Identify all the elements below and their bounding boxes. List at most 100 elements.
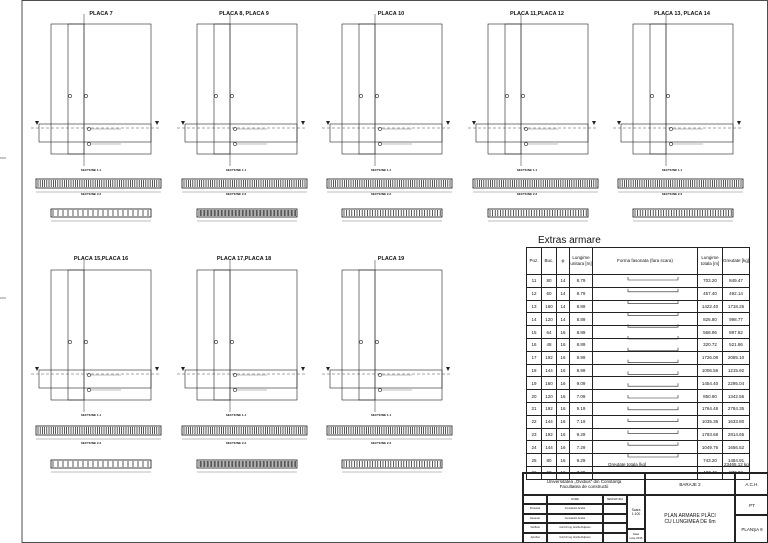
section-label: SECTIUNE 1-1 (225, 413, 247, 417)
section-2-2-slab (341, 208, 443, 218)
rebar-position: 13 (526, 299, 542, 314)
plate-title-11-12: PLACA 11,PLACA 12 (510, 11, 564, 17)
rebar-diameter: 14 (556, 299, 570, 314)
rebar-diameter: 16 (556, 337, 570, 352)
bent-shape-sketch (592, 414, 698, 429)
header-weight: Greutate [kg] (722, 247, 750, 275)
scale-value: 1:100 (631, 512, 641, 516)
rebar-diameter: 14 (556, 274, 570, 288)
date-label: Data (633, 532, 639, 536)
section-arrow (472, 121, 476, 125)
rebar-count: 192 (541, 427, 557, 442)
bent-shape-sketch (592, 274, 698, 288)
section-label: SECTIUNE 2-2 (370, 441, 392, 445)
section-label: SECTIUNE 2-2 (80, 192, 102, 196)
rebar-callout (230, 94, 234, 98)
rebar-weight: 897.82 (722, 325, 750, 339)
plate-outline (341, 269, 443, 401)
rebar-callout (650, 94, 654, 98)
rebar-count: 160 (541, 376, 557, 391)
section-2-2-rebars (198, 461, 296, 467)
total-length: 1726.08 (697, 350, 723, 365)
role-approved: Aprobat (523, 532, 547, 543)
section-label: SECTIUNE 2-2 (225, 192, 247, 196)
rebar-diameter: 14 (556, 312, 570, 327)
section-1-1-slab (181, 178, 308, 189)
total-length: 826.80 (697, 312, 723, 327)
rebar-position: 12 (526, 286, 542, 301)
plate-title-8-9: PLACA 8, PLACA 9 (219, 11, 269, 17)
section-1-1-slab (181, 425, 308, 436)
rebar-callout (233, 373, 237, 377)
header-poz: Poz. (526, 247, 542, 275)
section-label: SECTIUNE 2-2 (80, 441, 102, 445)
rebar-callout (375, 94, 379, 98)
rebar-callout (378, 142, 382, 146)
rebar-position: 19 (526, 376, 542, 391)
section-1-1-rebars (183, 180, 306, 187)
total-length: 1764.48 (697, 401, 723, 416)
horizontal-rebar-zone (38, 123, 152, 143)
rebar-callout (68, 340, 72, 344)
rebar-callout (87, 142, 91, 146)
unit-length: 8.89 (569, 299, 593, 314)
section-arrow (446, 121, 450, 125)
rebar-diameter: 16 (556, 350, 570, 365)
section-2-2-rebars (198, 210, 296, 216)
schedule-title: Extras armare (538, 235, 601, 246)
total-length: 1783.68 (697, 427, 723, 442)
rebar-callout (359, 94, 363, 98)
section-1-1-rebars (37, 180, 160, 187)
rebar-count: 144 (541, 363, 557, 378)
unit-length: 8.89 (569, 325, 593, 339)
vertical-rebar-zone (67, 269, 85, 401)
unit-length: 7.09 (569, 389, 593, 403)
header-shape: Forma fasonata (fara scara) (592, 247, 698, 275)
rebar-callout (378, 373, 382, 377)
schedule-total-row: Greutate totala [kg] 23465.12 kg (526, 461, 768, 468)
unit-length: 8.99 (569, 363, 593, 378)
rebar-weight: 998.77 (722, 312, 750, 327)
rebar-callout (378, 388, 382, 392)
section-2-2-rebars (489, 210, 587, 216)
rebar-count: 80 (541, 274, 557, 288)
total-length: 568.96 (697, 325, 723, 339)
section-2-2-rebars (634, 210, 732, 216)
plate-title-15-16: PLACA 15,PLACA 16 (73, 256, 129, 262)
rebar-weight: 1718.26 (722, 299, 750, 314)
role-drawn: Desenat (523, 513, 547, 523)
rebar-callout (378, 127, 382, 131)
rebar-callout (233, 142, 237, 146)
plate-outline (341, 23, 443, 155)
rebar-weight: 849.47 (722, 274, 750, 288)
rebar-diameter: 16 (556, 325, 570, 339)
rebar-count: 48 (541, 337, 557, 352)
total-length: 457.40 (697, 286, 723, 301)
bent-shape-sketch (592, 389, 698, 403)
plate-outline (50, 269, 152, 401)
rebar-position: 11 (526, 274, 542, 288)
plate-title-7: PLACA 7 (89, 11, 113, 17)
unit-length: 8.99 (569, 350, 593, 365)
signature-cell (603, 532, 627, 543)
section-arrow (35, 367, 39, 371)
unit-length: 8.89 (569, 312, 593, 327)
rebar-callout (669, 127, 673, 131)
name-approved: Conf.dr.ing. Emilia Duţescu (547, 532, 603, 543)
rebar-callout (87, 388, 91, 392)
section-1-1-slab (35, 178, 162, 189)
vertical-rebar-zone (358, 23, 376, 155)
rebar-callout (84, 94, 88, 98)
section-1-1-rebars (37, 427, 160, 434)
bent-shape-sketch (592, 337, 698, 352)
bent-shape-sketch (592, 440, 698, 455)
rebar-callout (214, 94, 218, 98)
plate-outline (196, 269, 298, 401)
